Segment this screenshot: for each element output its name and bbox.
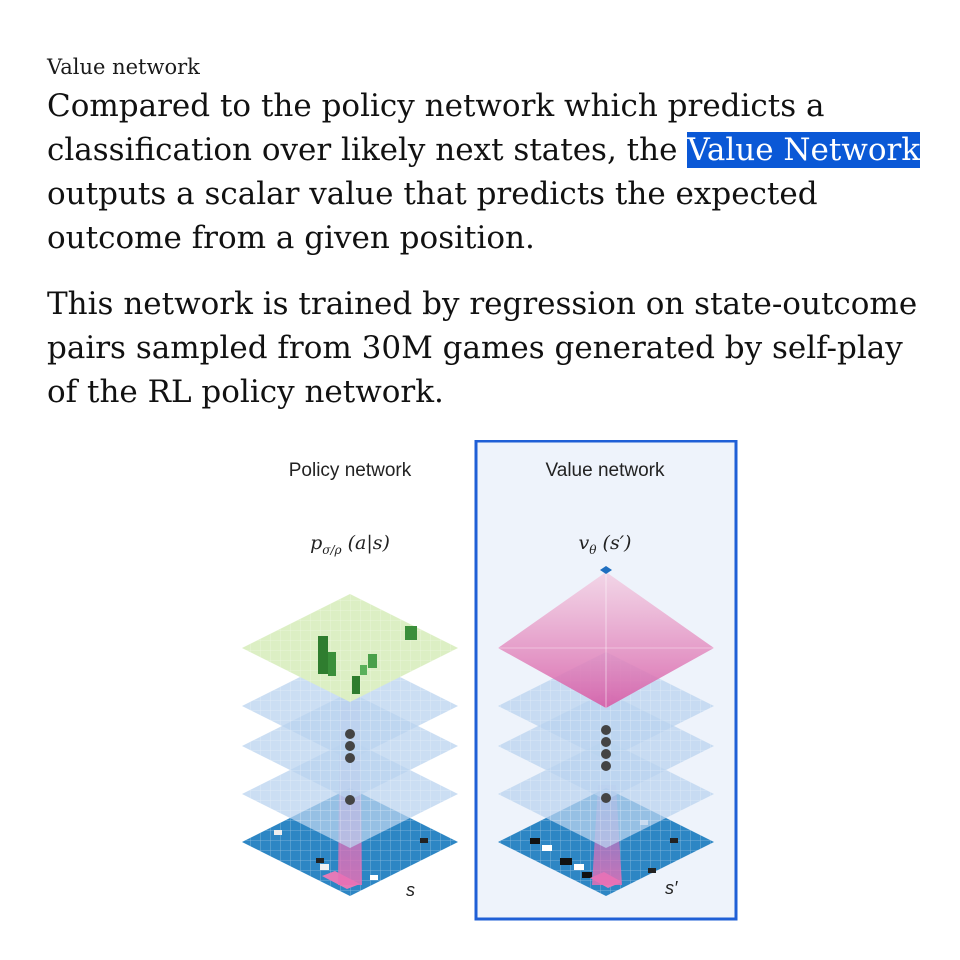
policy-network-title: Policy network bbox=[288, 460, 412, 481]
value-formula-args: (s′) bbox=[596, 532, 632, 554]
value-output-node bbox=[600, 566, 612, 574]
policy-hidden-layers bbox=[242, 652, 458, 848]
network-figure: Policy network Value network pσ/ρ (a|s) … bbox=[230, 440, 750, 930]
section-subtitle: Value network bbox=[47, 55, 200, 79]
policy-state-label: s bbox=[406, 880, 415, 900]
paragraph-1-text-a: Compared to the policy network which pre… bbox=[47, 88, 825, 168]
paragraph-1: Compared to the policy network which pre… bbox=[47, 84, 927, 260]
highlighted-text[interactable]: Value Network bbox=[687, 132, 921, 168]
policy-formula-main: p bbox=[310, 532, 323, 554]
value-formula-main: v bbox=[578, 532, 590, 554]
policy-formula-args: (a|s) bbox=[341, 532, 390, 554]
value-pyramid bbox=[498, 566, 714, 708]
value-formula-sub: θ bbox=[589, 542, 597, 557]
value-network-title: Value network bbox=[545, 460, 665, 481]
value-formula: vθ (s′) bbox=[485, 532, 725, 557]
paragraph-1-text-b: outputs a scalar value that predicts the… bbox=[47, 176, 818, 256]
network-diagram bbox=[242, 440, 738, 921]
policy-formula: pσ/ρ (a|s) bbox=[230, 532, 470, 557]
value-state-label: s′ bbox=[665, 878, 678, 898]
policy-formula-sub: σ/ρ bbox=[322, 542, 342, 557]
policy-output-plane bbox=[242, 594, 458, 702]
paragraph-2: This network is trained by regression on… bbox=[47, 286, 918, 410]
